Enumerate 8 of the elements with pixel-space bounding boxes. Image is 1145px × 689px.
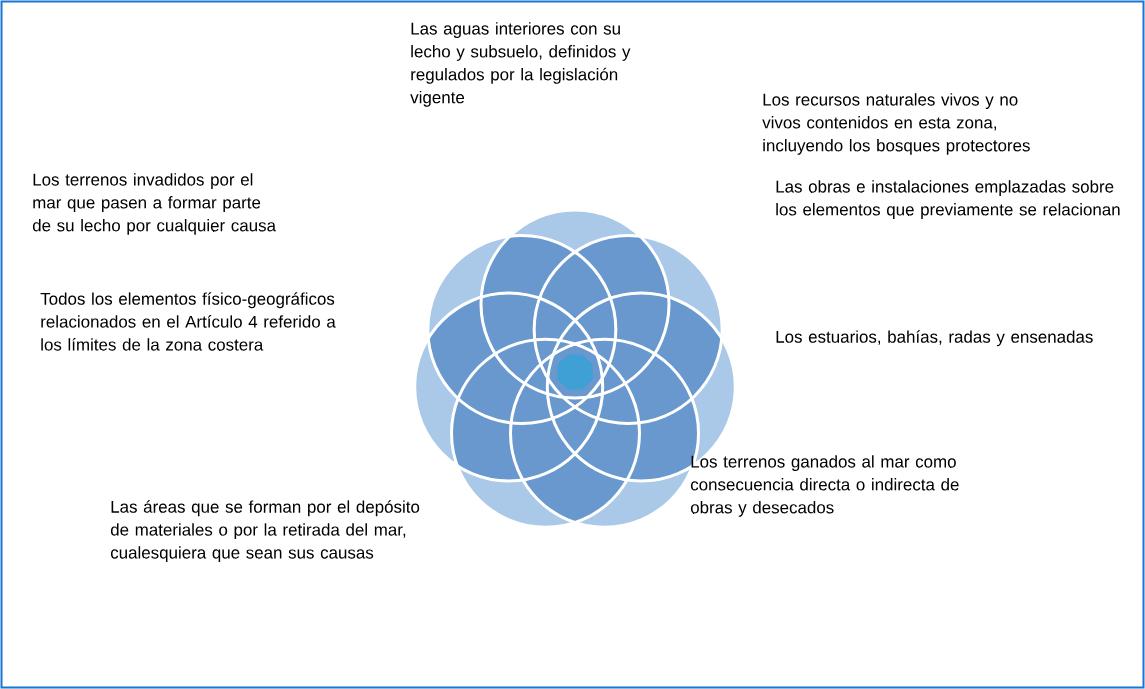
text-label: Las obras e instalaciones emplazadas sobre los elementos que previamente se relacionan	[776, 180, 1120, 219]
text-label: Los terrenos invadidos por el mar que pasen a formar parte de su lecho por cualquier causa	[32, 173, 276, 235]
text-label: Los estuarios, bahías, radas y ensenadas	[776, 330, 1093, 347]
text-label: Todos los elementos físico-geográficos relacionados en el Artículo 4 referido a los límites de la zona costera	[40, 292, 336, 351]
text-label: Las áreas que se forman por el depósito de materiales o por la retirada del mar, cualesquiera que sean sus causas	[110, 500, 420, 562]
text-label: Las aguas interiores con su lecho y subsuelo, definidos y regulados por la legislación vigente	[410, 22, 631, 107]
text-label: Los terrenos ganados al mar como consecuencia directa o indirecta de obras y desecados	[690, 455, 959, 517]
text-label: Los recursos naturales vivos y no vivos contenidos en esta zona, incluyendo los bosques protectores	[762, 93, 1030, 155]
